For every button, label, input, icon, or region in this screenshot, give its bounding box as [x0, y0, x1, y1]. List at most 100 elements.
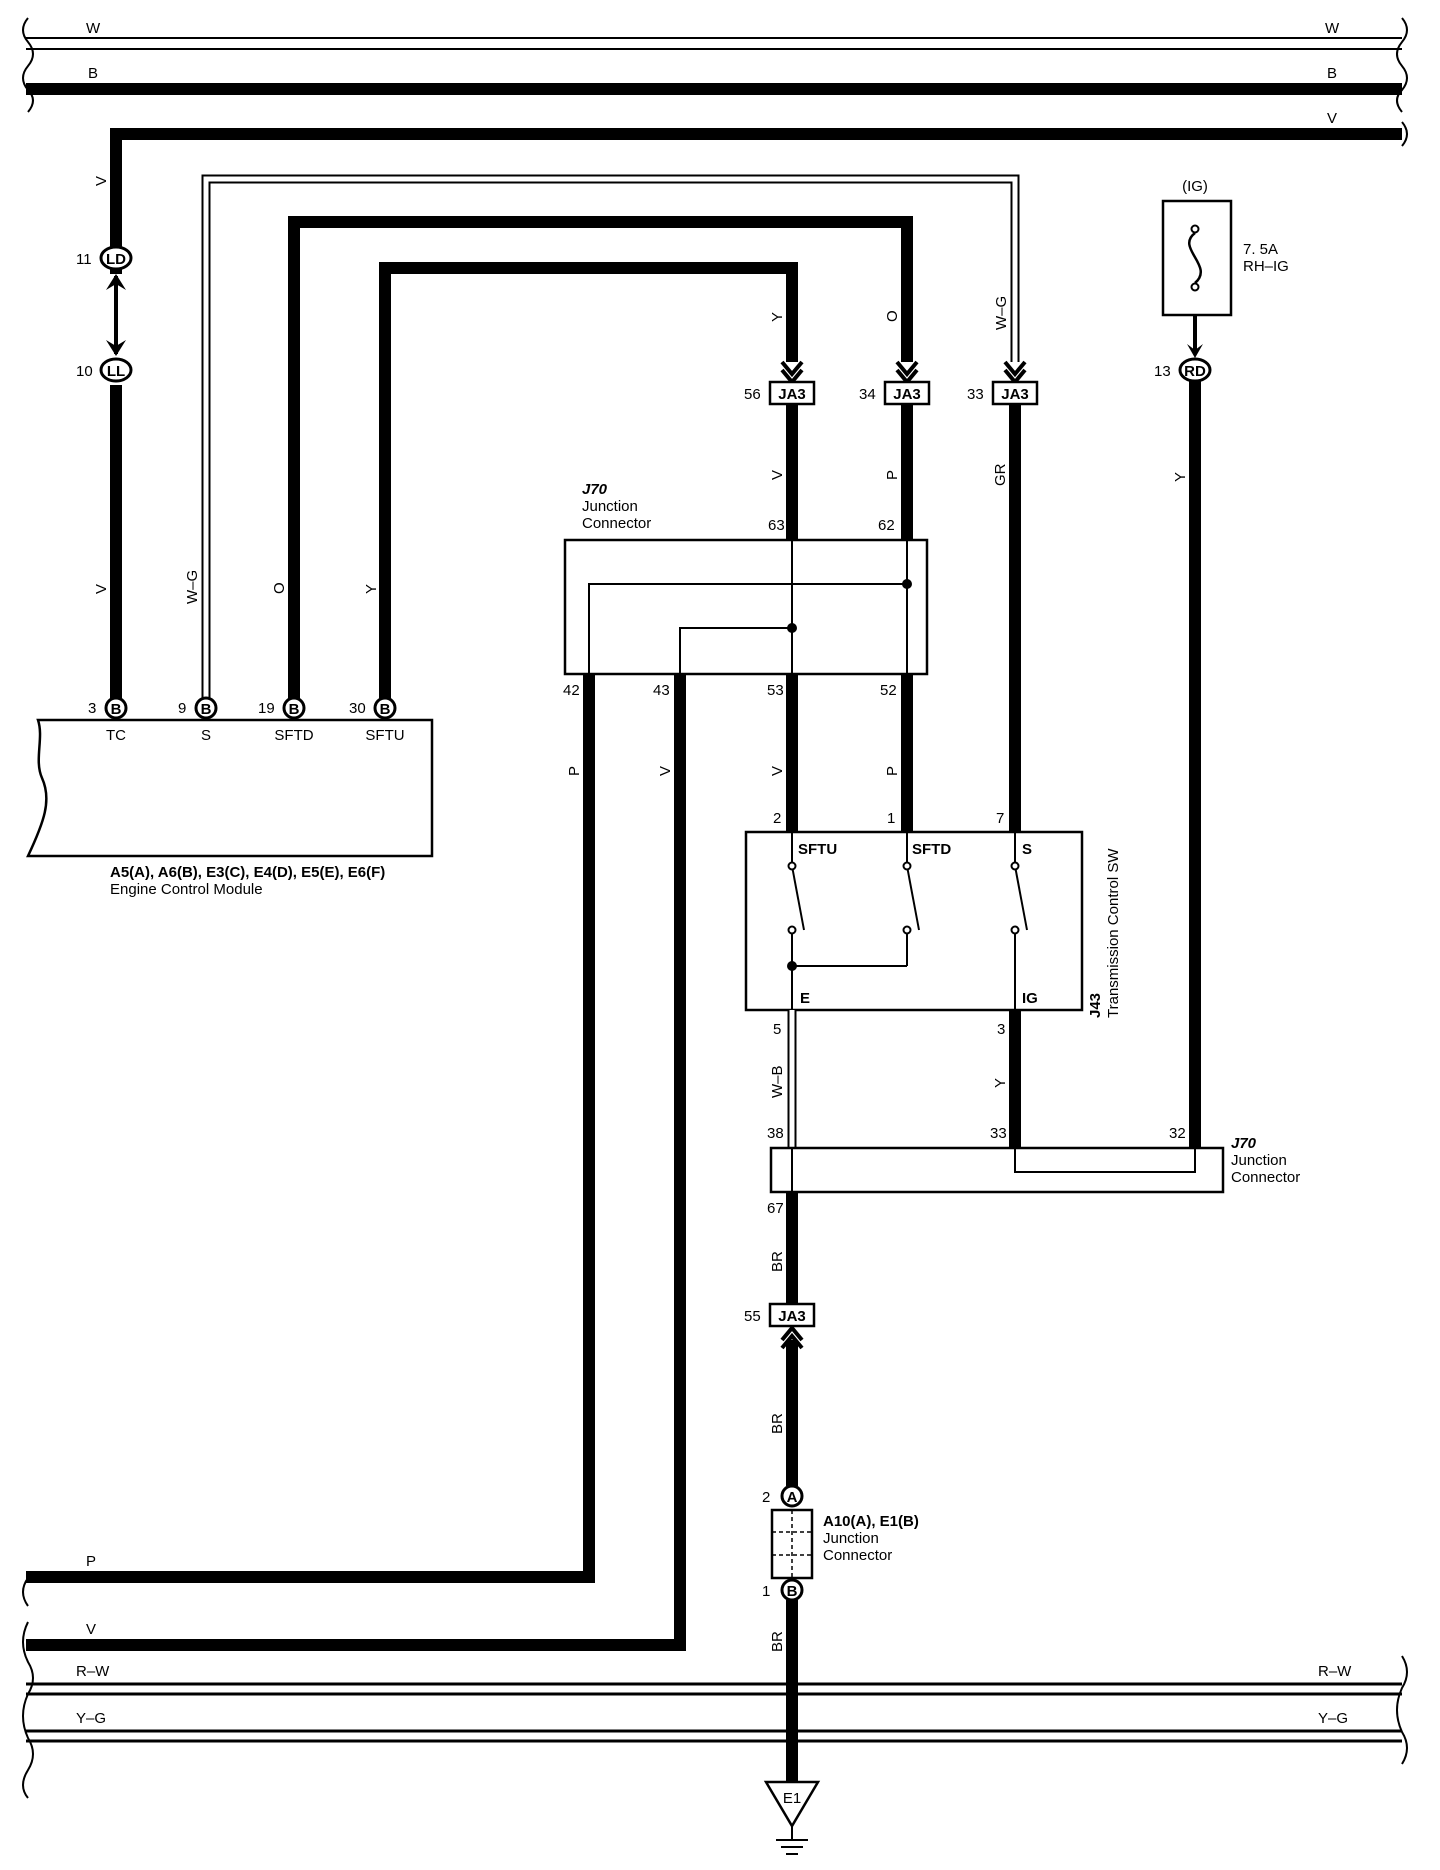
wire-p-j70-switch: P	[884, 674, 913, 832]
bus-y-g-label-left: Y–G	[76, 1710, 106, 1727]
wire-br-1: BR	[769, 1192, 798, 1304]
ecm-pin-sftu: B 30 SFTU	[349, 696, 405, 744]
j70-top-line2: Connector	[582, 515, 651, 532]
bus-r-w-label-left: R–W	[76, 1663, 110, 1680]
j70-bottom-pin-67: 67	[767, 1200, 784, 1217]
ecm-pin-sftd: B 19 SFTD	[258, 696, 314, 744]
ja3-label-56: JA3	[778, 386, 806, 403]
j70-top-pin-43: 43	[653, 682, 670, 699]
j70-bottom-pin-33: 33	[990, 1125, 1007, 1142]
switch-pin-5: 5	[773, 1021, 781, 1038]
ja3-arrows	[780, 360, 1027, 386]
fuse-rating: 7. 5A	[1243, 241, 1278, 258]
wire-y-sftu: Y Y	[363, 262, 798, 706]
ecm-pin-s-label: S	[201, 727, 211, 744]
connector-rd: RD 13	[1154, 357, 1212, 383]
ja3-connector-33: JA3 33	[967, 380, 1039, 406]
ecm-pin-tc-conn: B	[111, 701, 122, 718]
wire-br-3: BR	[769, 1600, 798, 1782]
a10-pin-b-num: 1	[762, 1583, 770, 1600]
wire-label-y-fuse: Y	[1172, 472, 1189, 482]
wire-label-br-2: BR	[769, 1413, 786, 1434]
wire-w-b: W–B	[769, 1010, 797, 1148]
ecm-pin-sftu-label: SFTU	[365, 727, 404, 744]
bus-r-w: R–W R–W	[26, 1663, 1402, 1696]
j70-top-line1: Junction	[582, 498, 638, 515]
connector-rd-label: RD	[1184, 363, 1206, 380]
wire-label-v-1: V	[93, 176, 110, 186]
bus-v-top: V	[110, 110, 1402, 260]
a10-line1: Junction	[823, 1530, 879, 1547]
bus-y-g-label-right: Y–G	[1318, 1710, 1348, 1727]
wire-label-br-3: BR	[769, 1631, 786, 1652]
j70-top-label: J70 Junction Connector	[582, 481, 651, 532]
j70-bottom-pin-32: 32	[1169, 1125, 1186, 1142]
a10-pin-b: B	[787, 1583, 798, 1600]
j70-top-pin-52: 52	[880, 682, 897, 699]
ecm-name-line1: A5(A), A6(B), E3(C), E4(D), E5(E), E6(F)	[110, 864, 385, 881]
bus-b-label-right: B	[1327, 65, 1337, 82]
switch-pin-7: 7	[996, 810, 1004, 827]
ja3-label-55: JA3	[778, 1308, 806, 1325]
switch-term-sftu: SFTU	[798, 841, 837, 858]
ja3-label-34: JA3	[893, 386, 921, 403]
wire-label-v-3: V	[769, 470, 786, 480]
break-marks-left	[22, 17, 34, 1799]
ja3-pin-34: 34	[859, 386, 876, 403]
j70-bottom-connector: 38 33 32 67	[767, 1125, 1225, 1217]
ja3-connector-34: JA3 34	[859, 380, 931, 406]
switch-pin-1: 1	[887, 810, 895, 827]
j70-bottom-line1: Junction	[1231, 1152, 1287, 1169]
j70-top-connector: 63 62 42 43 53 52	[563, 517, 929, 699]
ecm-pin-s-num: 9	[178, 700, 186, 717]
wire-label-w-g-2: W–G	[993, 296, 1010, 330]
fuse-rh-ig: (IG) 7. 5A RH–IG	[1161, 178, 1289, 358]
wire-label-v-4: V	[657, 766, 674, 776]
wire-label-p-2: P	[566, 766, 583, 776]
ecm-name-line2: Engine Control Module	[110, 881, 263, 898]
ecm-pin-sftd-label: SFTD	[274, 727, 313, 744]
bus-w-label-right: W	[1325, 20, 1340, 37]
switch-term-ig: IG	[1022, 990, 1038, 1007]
wire-label-gr: GR	[992, 463, 1009, 486]
transmission-control-switch: 2 1 7 5 3 SFTU SFTD S E IG J43 T	[744, 810, 1122, 1038]
wire-label-p-1: P	[884, 470, 901, 480]
ja3-connector-56: JA3 56	[744, 380, 816, 406]
switch-term-s: S	[1022, 841, 1032, 858]
wire-y-fuse-j70: Y	[1172, 381, 1201, 1148]
wire-v-bottom: V V	[26, 674, 686, 1651]
j70-bottom-label: J70 Junction Connector	[1231, 1135, 1300, 1186]
wire-v-ja3-j70: V	[769, 404, 798, 540]
ja3-connector-55: JA3 55	[744, 1302, 816, 1350]
bus-b-label-left: B	[88, 65, 98, 82]
wire-label-y-2: Y	[769, 312, 786, 322]
a10-junction-connector: A 2 B 1 A10(A), E1(B) Junction Connector	[762, 1484, 919, 1602]
bus-w: W W	[26, 20, 1402, 50]
a10-pin-a-num: 2	[762, 1489, 770, 1506]
a10-pin-a: A	[787, 1489, 798, 1506]
switch-pin-2: 2	[773, 810, 781, 827]
bus-y-g: Y–G Y–G	[26, 1710, 1402, 1743]
switch-term-sftd: SFTD	[912, 841, 951, 858]
double-arrow-ld-ll	[106, 274, 126, 356]
j70-top-pin-53: 53	[767, 682, 784, 699]
switch-pin-3: 3	[997, 1021, 1005, 1038]
fuse-group-label: (IG)	[1182, 178, 1208, 195]
wire-label-p-3: P	[884, 766, 901, 776]
j70-bottom-id: J70	[1231, 1135, 1257, 1152]
bus-p-label: P	[86, 1553, 96, 1570]
ecm-pin-tc-label: TC	[106, 727, 126, 744]
ja3-pin-55: 55	[744, 1308, 761, 1325]
a10-name: A10(A), E1(B)	[823, 1513, 919, 1530]
ja3-pin-33: 33	[967, 386, 984, 403]
connector-ll-label: LL	[107, 363, 125, 380]
wire-label-y-1: Y	[363, 584, 380, 594]
switch-term-e: E	[800, 990, 810, 1007]
wire-w-g-s: W–G W–G	[184, 174, 1020, 706]
bus-w-label-left: W	[86, 20, 101, 37]
wire-label-o-2: O	[884, 310, 901, 322]
bus-v-label-bottom: V	[86, 1621, 96, 1638]
ground-label: E1	[783, 1790, 801, 1807]
j70-top-pin-62: 62	[878, 517, 895, 534]
